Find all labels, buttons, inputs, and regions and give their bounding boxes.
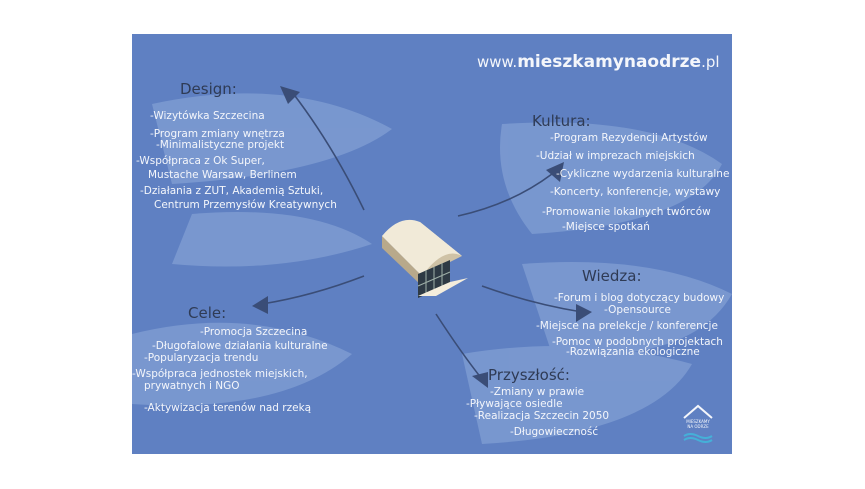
logo-line2: NA ODRZE bbox=[687, 424, 709, 429]
wiedza-item: -Opensource bbox=[604, 304, 671, 316]
house-illustration bbox=[382, 219, 468, 298]
design-title: Design: bbox=[180, 80, 237, 98]
cele-item: prywatnych i NGO bbox=[144, 380, 240, 392]
design-item: -Współpraca z Ok Super, bbox=[136, 155, 265, 167]
kultura-item: -Cykliczne wydarzenia kulturalne bbox=[556, 168, 730, 180]
arrow-cele bbox=[261, 275, 365, 305]
wiedza-item: -Miejsce na prelekcje / konferencje bbox=[536, 320, 718, 332]
przyszlosc-title: Przyszłość: bbox=[488, 366, 570, 384]
arrowheads bbox=[252, 86, 592, 388]
przyszlosc-item: -Zmiany w prawie bbox=[490, 386, 585, 398]
mindmap-board: www.mieszkamynaodrze.pl MIESZKAMY NA ODR… bbox=[132, 34, 732, 454]
przyszlosc-item: -Długowieczność bbox=[510, 426, 599, 438]
wiedza-item: -Rozwiązania ekologiczne bbox=[566, 346, 700, 358]
cele-item: -Popularyzacja trendu bbox=[144, 352, 259, 364]
arrows bbox=[261, 91, 583, 380]
przyszlosc-item: -Pływające osiedle bbox=[466, 398, 563, 410]
kultura-item: -Miejsce spotkań bbox=[562, 221, 650, 233]
url-suffix: .pl bbox=[701, 53, 720, 71]
wiedza-item: -Pomoc w podobnych projektach bbox=[552, 336, 723, 348]
design-item: -Wizytówka Szczecina bbox=[150, 110, 265, 122]
logo-text: MIESZKAMY NA ODRZE bbox=[680, 419, 716, 429]
diagram-graphics bbox=[132, 86, 732, 444]
arrowhead-design bbox=[280, 86, 300, 104]
cele-item: -Długofalowe działania kulturalne bbox=[152, 340, 328, 352]
cele-item: -Aktywizacja terenów nad rzeką bbox=[144, 402, 312, 414]
wiedza-title: Wiedza: bbox=[582, 267, 642, 285]
arrowhead-cele bbox=[252, 296, 268, 314]
arrowhead-wiedza bbox=[576, 304, 592, 322]
design-item: Centrum Przemysłów Kreatywnych bbox=[154, 199, 337, 211]
arrow-design bbox=[291, 91, 365, 211]
design-item: Mustache Warsaw, Berlinem bbox=[148, 169, 297, 181]
kultura-item: -Udział w imprezach miejskich bbox=[536, 150, 695, 162]
arrowhead-przyszlosc bbox=[472, 372, 488, 388]
cele-item: -Promocja Szczecina bbox=[200, 326, 308, 338]
design-item: -Program zmiany wnętrza bbox=[150, 128, 285, 140]
logo-icon bbox=[683, 404, 713, 443]
arrow-wiedza bbox=[481, 285, 583, 313]
wiedza-item: -Forum i blog dotyczący budowy bbox=[554, 292, 725, 304]
design-item: -Działania z ZUT, Akademią Sztuki, bbox=[140, 185, 324, 197]
kultura-item: -Koncerty, konferencje, wystawy bbox=[550, 186, 721, 198]
design-item: -Minimalistyczne projekt bbox=[156, 139, 285, 151]
watercolor-background bbox=[132, 93, 732, 444]
kultura-title: Kultura: bbox=[532, 112, 591, 130]
arrow-przyszlosc bbox=[435, 313, 483, 380]
website-url[interactable]: www.mieszkamynaodrze.pl bbox=[477, 52, 720, 72]
cele-title: Cele: bbox=[188, 304, 227, 322]
logo-line1: MIESZKAMY bbox=[686, 419, 710, 424]
cele-item: -Współpraca jednostek miejskich, bbox=[132, 368, 308, 380]
url-domain: mieszkamynaodrze bbox=[517, 52, 702, 72]
kultura-item: -Program Rezydencji Artystów bbox=[550, 132, 708, 144]
arrow-kultura bbox=[457, 173, 553, 217]
przyszlosc-item: -Realizacja Szczecin 2050 bbox=[474, 410, 610, 422]
arrowhead-kultura bbox=[546, 162, 564, 182]
url-prefix: www. bbox=[477, 53, 518, 71]
kultura-item: -Promowanie lokalnych twórców bbox=[542, 206, 711, 218]
